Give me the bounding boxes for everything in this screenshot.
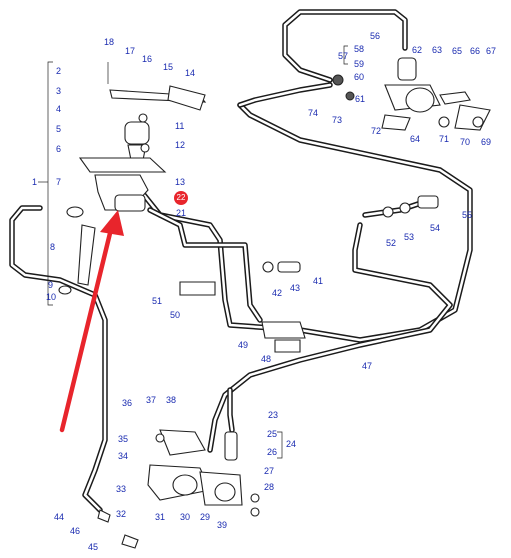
- label-31: 31: [155, 512, 166, 522]
- label-33: 33: [116, 484, 127, 494]
- label-29: 29: [200, 512, 211, 522]
- label-3: 3: [56, 86, 62, 96]
- label-10: 10: [46, 292, 57, 302]
- label-45: 45: [88, 542, 99, 552]
- label-7: 7: [56, 177, 62, 187]
- label-73: 73: [332, 115, 343, 125]
- label-74: 74: [308, 108, 319, 118]
- group-bracket: [38, 45, 348, 459]
- label-71: 71: [439, 134, 450, 144]
- label-13: 13: [175, 177, 186, 187]
- label-35: 35: [118, 434, 129, 444]
- label-2: 2: [56, 66, 62, 76]
- label-43: 43: [290, 283, 301, 293]
- label-26: 26: [267, 447, 278, 457]
- label-56: 56: [370, 31, 381, 41]
- label-57: 57: [338, 51, 349, 61]
- label-41: 41: [313, 276, 324, 286]
- label-17: 17: [125, 46, 136, 56]
- label-65: 65: [452, 46, 463, 56]
- label-12: 12: [175, 140, 186, 150]
- master-cylinder: [58, 62, 207, 295]
- label-5: 5: [56, 124, 62, 134]
- label-44: 44: [54, 512, 65, 522]
- label-72: 72: [371, 126, 382, 136]
- label-51: 51: [152, 296, 163, 306]
- mounting-brackets: [179, 281, 306, 353]
- label-67: 67: [486, 46, 497, 56]
- label-16: 16: [142, 54, 153, 64]
- label-62: 62: [412, 45, 423, 55]
- label-28: 28: [264, 482, 275, 492]
- label-32: 32: [116, 509, 127, 519]
- label-14: 14: [185, 68, 196, 78]
- label-8: 8: [50, 242, 56, 252]
- label-34: 34: [118, 451, 129, 461]
- label-70: 70: [460, 137, 471, 147]
- label-24: 24: [286, 439, 297, 449]
- label-47: 47: [362, 361, 373, 371]
- label-4: 4: [56, 104, 62, 114]
- label-42: 42: [272, 288, 283, 298]
- label-46: 46: [70, 526, 81, 536]
- label-18: 18: [104, 37, 115, 47]
- label-60: 60: [354, 72, 365, 82]
- connectors-right: [262, 195, 439, 273]
- label-53: 53: [404, 232, 415, 242]
- label-22-highlighted: 22: [174, 191, 188, 205]
- label-66: 66: [470, 46, 481, 56]
- label-50: 50: [170, 310, 181, 320]
- label-30: 30: [180, 512, 191, 522]
- label-25: 25: [267, 429, 278, 439]
- lower-valve-assembly: [97, 429, 260, 549]
- label-15: 15: [163, 62, 174, 72]
- label-52: 52: [386, 238, 397, 248]
- label-23: 23: [268, 410, 279, 420]
- label-61: 61: [355, 94, 366, 104]
- label-38: 38: [166, 395, 177, 405]
- label-48: 48: [261, 354, 272, 364]
- label-21: 21: [176, 208, 187, 218]
- label-6: 6: [56, 144, 62, 154]
- label-55: 55: [462, 210, 473, 220]
- label-69: 69: [481, 137, 492, 147]
- valve-assembly-top-right: [332, 57, 491, 131]
- label-39: 39: [217, 520, 228, 530]
- label-58: 58: [354, 44, 365, 54]
- red-arrow-pointer: [59, 210, 124, 433]
- label-63: 63: [432, 45, 443, 55]
- label-36: 36: [122, 398, 133, 408]
- label-27: 27: [264, 466, 275, 476]
- label-49: 49: [238, 340, 249, 350]
- label-11: 11: [175, 121, 185, 131]
- label-1: 1: [32, 177, 38, 187]
- label-37: 37: [146, 395, 157, 405]
- label-9: 9: [48, 280, 54, 290]
- label-64: 64: [410, 134, 421, 144]
- label-59: 59: [354, 59, 365, 69]
- label-54: 54: [430, 223, 441, 233]
